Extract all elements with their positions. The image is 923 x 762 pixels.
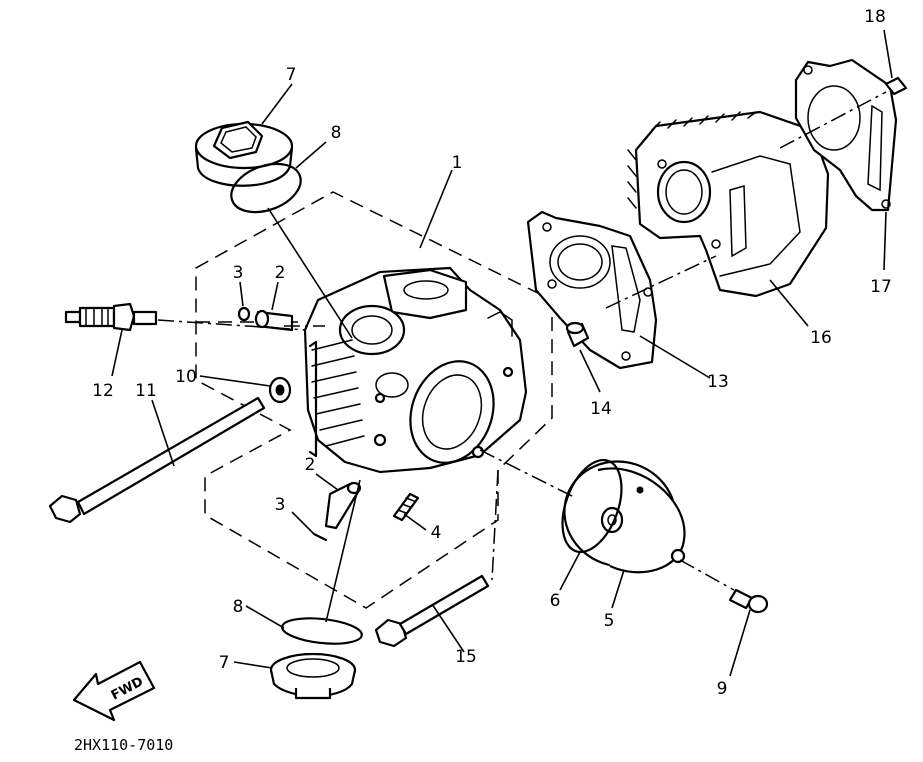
forward-direction-arrow: FWD [72, 660, 156, 722]
callout-5: 5 [604, 611, 615, 631]
callout-1: 1 [452, 153, 463, 173]
stud-bolt-small[interactable] [392, 492, 420, 522]
tappet-cover-upper[interactable] [194, 120, 294, 187]
cylinder-base-gasket[interactable] [794, 58, 898, 212]
callout-12: 12 [92, 381, 114, 401]
side-cover-gasket[interactable] [551, 452, 633, 560]
valve-guide-upper[interactable] [254, 309, 294, 332]
alignment-lines [157, 91, 887, 623]
callout-10: 10 [175, 367, 197, 387]
drawing-code: 2HX110-7010 [74, 736, 173, 754]
leader-lines [111, 29, 893, 677]
clip-lower[interactable] [312, 532, 328, 542]
callout-16: 16 [810, 328, 832, 348]
callout-15: 15 [455, 647, 477, 667]
cylinder-head[interactable] [303, 266, 528, 475]
callout-14: 14 [590, 399, 612, 419]
callout-13: 13 [707, 372, 729, 392]
washer[interactable] [268, 376, 292, 404]
valve-guide-lower[interactable] [324, 481, 362, 530]
tappet-cover-lower[interactable] [269, 652, 357, 700]
callout-17: 17 [870, 277, 892, 297]
callout-2-upper: 2 [275, 263, 286, 283]
o-ring-upper[interactable] [225, 155, 308, 221]
dowel-pin-top[interactable] [884, 76, 908, 96]
callout-6: 6 [550, 591, 561, 611]
callout-labels: 1 2 3 7 8 10 11 12 2 3 4 8 7 15 6 5 9 14… [92, 7, 892, 699]
callout-3-upper: 3 [233, 263, 244, 283]
cylinder-block[interactable] [627, 110, 830, 298]
callout-4: 4 [431, 523, 442, 543]
spark-plug[interactable] [64, 302, 158, 332]
callout-18: 18 [864, 7, 886, 27]
cylinder-head-gasket[interactable] [526, 210, 658, 370]
clip-upper[interactable] [237, 306, 251, 322]
callout-8-upper: 8 [331, 123, 342, 143]
small-bolt[interactable] [728, 588, 769, 614]
callout-9: 9 [717, 679, 728, 699]
callout-11: 11 [135, 381, 157, 401]
callout-2-lower: 2 [305, 455, 316, 475]
callout-8-lower: 8 [233, 597, 244, 617]
callout-7-upper: 7 [286, 65, 297, 85]
dowel-pin[interactable] [565, 321, 590, 348]
callout-7-lower: 7 [219, 653, 230, 673]
callout-3-lower: 3 [275, 495, 286, 515]
o-ring-lower[interactable] [281, 615, 363, 647]
flange-bolt[interactable] [374, 574, 490, 648]
side-cover[interactable] [550, 446, 691, 582]
assembly-group-outline [195, 191, 553, 609]
